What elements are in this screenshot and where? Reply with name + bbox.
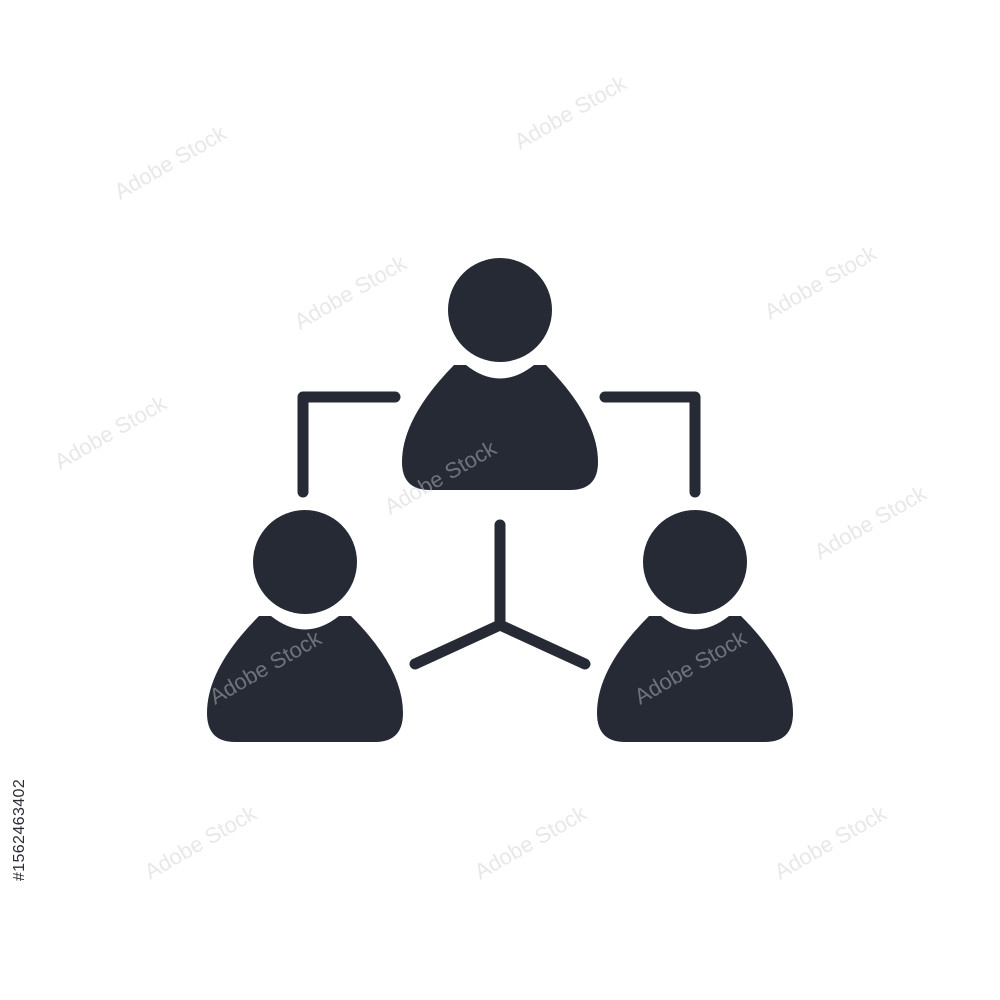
watermark-text: Adobe Stock (760, 240, 881, 325)
connector-lines (297, 391, 701, 670)
person-top-icon (402, 258, 598, 490)
watermark-text: Adobe Stock (510, 70, 631, 155)
connector-center-left (409, 619, 506, 670)
person-right-body (597, 616, 793, 742)
connector-right (599, 391, 701, 498)
watermark-text: Adobe Stock (140, 800, 261, 885)
watermark-text: Adobe Stock (470, 800, 591, 885)
connector-left (297, 391, 401, 498)
connector-center-right (494, 619, 591, 670)
watermark-text: Adobe Stock (50, 390, 171, 475)
watermark-text: Adobe Stock (810, 480, 931, 565)
person-top-body (402, 365, 598, 490)
watermark-text: Adobe Stock (290, 250, 411, 335)
person-right-icon (597, 510, 793, 742)
stock-id-text: #1562463402 (11, 778, 28, 882)
watermark-text: Adobe Stock (770, 800, 891, 885)
stock-id-label: #1562463402 (10, 760, 30, 900)
person-left-body (207, 616, 403, 742)
person-left-icon (207, 510, 403, 742)
person-top-head (448, 258, 552, 362)
person-right-head (643, 510, 747, 614)
person-left-head (253, 510, 357, 614)
watermark-text: Adobe Stock (110, 120, 231, 205)
